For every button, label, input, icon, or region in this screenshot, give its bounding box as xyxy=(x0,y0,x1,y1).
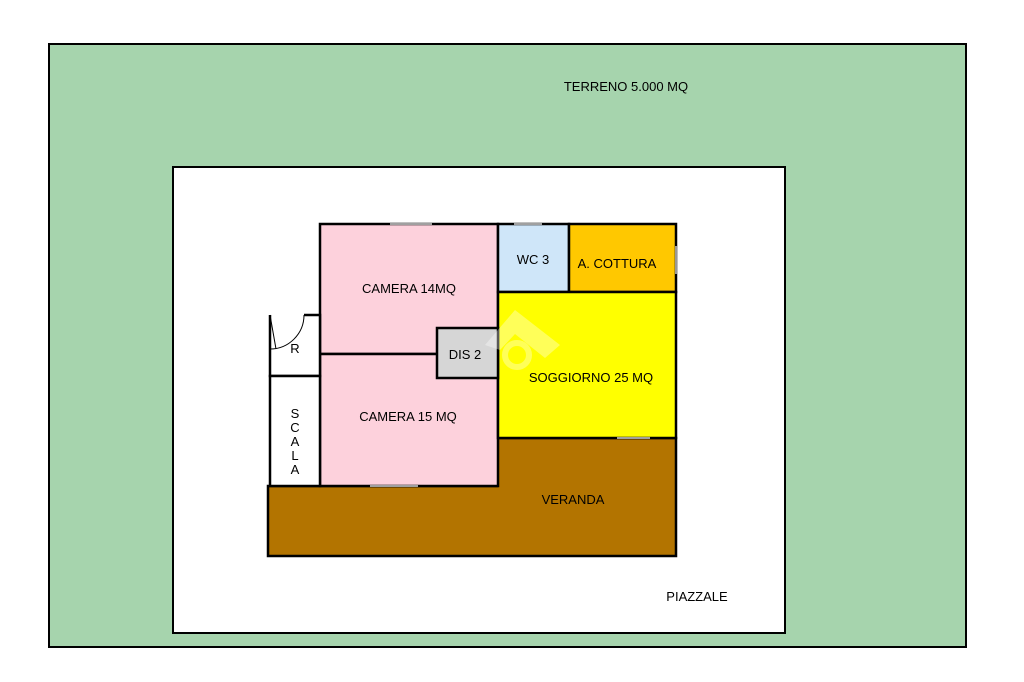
room-kitchen-label: A. COTTURA xyxy=(578,256,657,271)
plot-label: TERRENO 5.000 MQ xyxy=(564,79,688,94)
room-hall-label: DIS 2 xyxy=(449,347,482,362)
room-camera-15-label: CAMERA 15 MQ xyxy=(359,409,457,424)
stairs-letter: L xyxy=(291,448,298,463)
room-living xyxy=(496,290,678,440)
stairs-letter: C xyxy=(290,420,299,435)
stairs-letter: S xyxy=(291,406,300,421)
room-living-label: SOGGIORNO 25 MQ xyxy=(529,370,653,385)
room-wc-label: WC 3 xyxy=(517,252,550,267)
room-stairs-label: S C A L A xyxy=(290,406,299,477)
room-camera-14-label: CAMERA 14MQ xyxy=(362,281,456,296)
room-veranda-label: VERANDA xyxy=(542,492,605,507)
stairs-letter: A xyxy=(291,462,300,477)
room-stairs xyxy=(268,374,322,488)
yard-label: PIAZZALE xyxy=(666,589,728,604)
door-leaf xyxy=(269,314,277,350)
watermark-logo xyxy=(485,310,560,370)
room-hall xyxy=(435,326,500,380)
room-storage-label: R xyxy=(290,341,299,356)
room-kitchen xyxy=(567,222,678,294)
stairs-letter: A xyxy=(291,434,300,449)
